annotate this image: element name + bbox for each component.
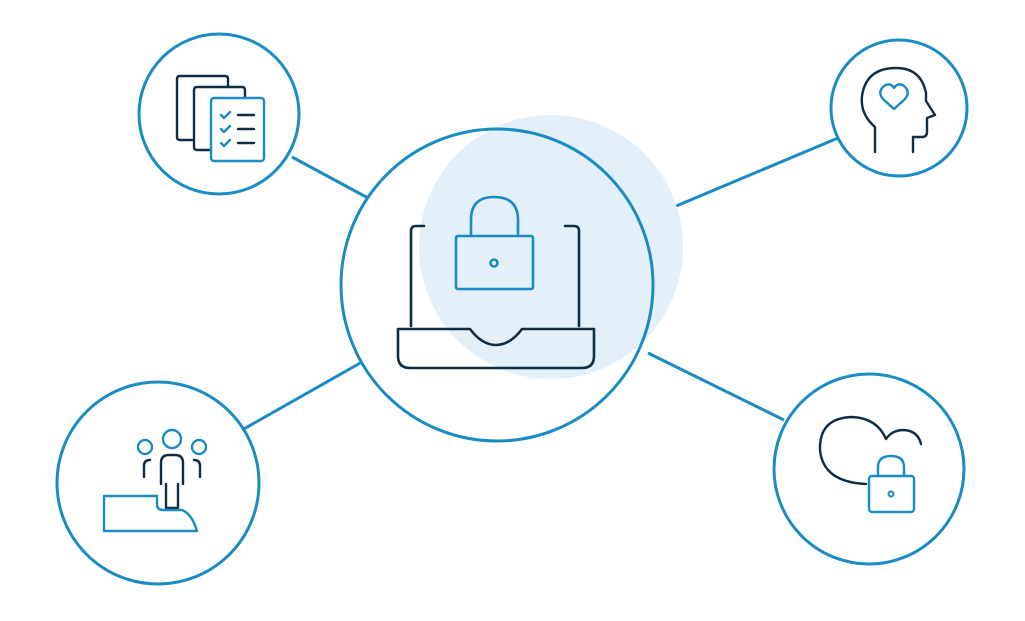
node-top-left	[137, 32, 301, 196]
people-team-icon	[102, 428, 208, 533]
center-node	[339, 115, 683, 443]
checklist-documents-icon	[175, 74, 266, 163]
connector-top-right	[649, 136, 839, 219]
laptop-lock-icon	[396, 195, 596, 370]
connector-top-left	[291, 155, 369, 200]
connector-bottom-right	[647, 351, 785, 422]
node-bottom-right-ring	[772, 372, 966, 566]
node-top-right-ring	[829, 38, 969, 178]
center-ring	[339, 127, 655, 443]
node-bottom-left	[55, 380, 261, 586]
cloud-lock-icon	[818, 415, 923, 514]
connectors	[241, 136, 839, 432]
node-top-right	[829, 38, 969, 178]
head-heart-icon	[860, 66, 937, 154]
node-bottom-left-ring	[55, 380, 261, 586]
center-highlight-blob	[419, 115, 683, 379]
connector-bottom-left	[241, 360, 363, 432]
node-bottom-right	[772, 372, 966, 566]
node-top-left-ring	[137, 32, 301, 196]
